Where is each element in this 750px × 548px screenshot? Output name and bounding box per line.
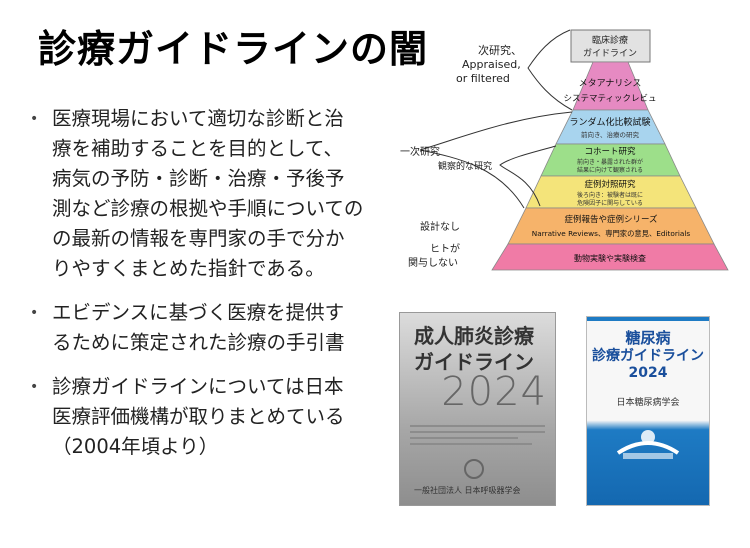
side-label-filtered: or filtered bbox=[456, 72, 510, 85]
side-label-primary: 一次研究 bbox=[400, 145, 440, 158]
slide-title: 診療ガイドラインの闇 bbox=[38, 27, 429, 71]
book2-year: 2024 bbox=[628, 365, 668, 381]
book-cover-pneumonia-guideline: 成人肺炎診療 ガイドライン 2024 一般社団法人 日本呼吸器学会 bbox=[399, 312, 556, 506]
side-label-no-human: 関与しない bbox=[408, 257, 458, 269]
side-label-no-human: ヒトが bbox=[430, 242, 460, 255]
pyramid-text: ガイドライン bbox=[583, 48, 637, 59]
pyramid-level-animal bbox=[491, 243, 729, 271]
book2-organization: 日本糖尿病学会 bbox=[616, 398, 680, 408]
bracket-filtered bbox=[527, 29, 573, 111]
pyramid-text: 症例報告や症例シリーズ bbox=[564, 214, 658, 225]
bracket-observational bbox=[499, 145, 557, 207]
pyramid-text: システマティックレビュ bbox=[564, 94, 657, 104]
side-label-filtered: 次研究、 bbox=[478, 43, 522, 57]
bullet-marker: • bbox=[30, 305, 39, 321]
pyramid-level-case-report bbox=[507, 207, 715, 245]
bullet-item: • 診療ガイドラインについては日本 医療評価機構が取りまとめている （2004年… bbox=[30, 372, 390, 462]
pyramid-text: 動物実験や実験検査 bbox=[574, 253, 646, 263]
book-cover-diabetes-guideline: 糖尿病 診療ガイドライン 2024 日本糖尿病学会 bbox=[586, 316, 710, 506]
side-label-no-design: 設計なし bbox=[420, 220, 460, 233]
bullet-item: • エビデンスに基づく医療を提供す るために策定された診療の手引書 bbox=[30, 298, 390, 358]
pyramid-text: Narrative Reviews、専門家の意見、Editorials bbox=[532, 229, 691, 238]
pyramid-text: メタアナリシス bbox=[579, 78, 642, 89]
pyramid-text: ランダム化比較試験 bbox=[569, 116, 650, 128]
bullet-line: るために策定された診療の手引書 bbox=[52, 331, 345, 354]
pyramid-level-guideline bbox=[570, 29, 651, 63]
book2-title-line1: 糖尿病 bbox=[625, 329, 671, 347]
book2-top-stripe bbox=[587, 317, 709, 321]
bullet-line: （2004年頃より） bbox=[52, 435, 219, 458]
book1-year: 2024 bbox=[441, 369, 547, 415]
bullet-line: 医療現場において適切な診断と治 bbox=[52, 107, 344, 130]
bullet-marker: • bbox=[30, 379, 39, 395]
evidence-pyramid: 臨床診療 ガイドライン メタアナリシス システマティックレビュ ランダム化比較試… bbox=[400, 29, 729, 271]
side-label-filtered: Appraised, bbox=[462, 58, 521, 71]
book1-publisher: 一般社団法人 日本呼吸器学会 bbox=[414, 486, 521, 495]
side-label-observational: 観察的な研究 bbox=[438, 160, 492, 172]
bullet-line: 療を補助することを目的として、 bbox=[52, 137, 343, 160]
pyramid-text: コホート研究 bbox=[584, 146, 636, 157]
bullet-line: 医療評価機構が取りまとめている bbox=[52, 405, 345, 428]
society-emblem-icon bbox=[464, 459, 484, 479]
pyramid-text: 前向き、治療の研究 bbox=[581, 130, 640, 139]
pyramid-text: 前向き・暴露された群が bbox=[577, 158, 643, 166]
book1-title-line: 成人肺炎診療 bbox=[414, 324, 534, 348]
book2-title-line2: 診療ガイドライン bbox=[592, 348, 704, 364]
bullet-item: • 医療現場において適切な診断と治 療を補助することを目的として、 病気の予防・… bbox=[30, 104, 390, 284]
cover-illustration-icon bbox=[616, 430, 680, 459]
bullet-list: • 医療現場において適切な診断と治 療を補助することを目的として、 病気の予防・… bbox=[30, 104, 390, 476]
pyramid-text: 危険因子に関与している bbox=[577, 199, 643, 207]
pyramid-text: 症例対照研究 bbox=[584, 179, 636, 190]
book1-title-line: ガイドライン bbox=[414, 350, 534, 374]
bullet-marker: • bbox=[30, 111, 39, 127]
bullet-line: りやすくまとめた指針である。 bbox=[52, 257, 325, 280]
book1-small-text bbox=[410, 425, 545, 449]
bullet-line: エビデンスに基づく医療を提供す bbox=[52, 301, 345, 324]
bullet-line: 病気の予防・診断・治療・予後予 bbox=[52, 167, 345, 190]
bullet-line: 診療ガイドラインについては日本 bbox=[52, 375, 344, 398]
pyramid-text: 臨床診療 bbox=[592, 34, 628, 46]
bullet-line: 測など診療の根拠や手順についての bbox=[52, 197, 364, 220]
pyramid-text: 後ろ向き：被験者は既に bbox=[577, 191, 643, 199]
bullet-line: の最新の情報を専門家の手で分か bbox=[52, 227, 345, 250]
pyramid-text: 結果に向けて観察される bbox=[577, 166, 643, 174]
book1-title: 成人肺炎診療 ガイドライン bbox=[414, 323, 534, 375]
bracket-primary bbox=[419, 111, 573, 209]
